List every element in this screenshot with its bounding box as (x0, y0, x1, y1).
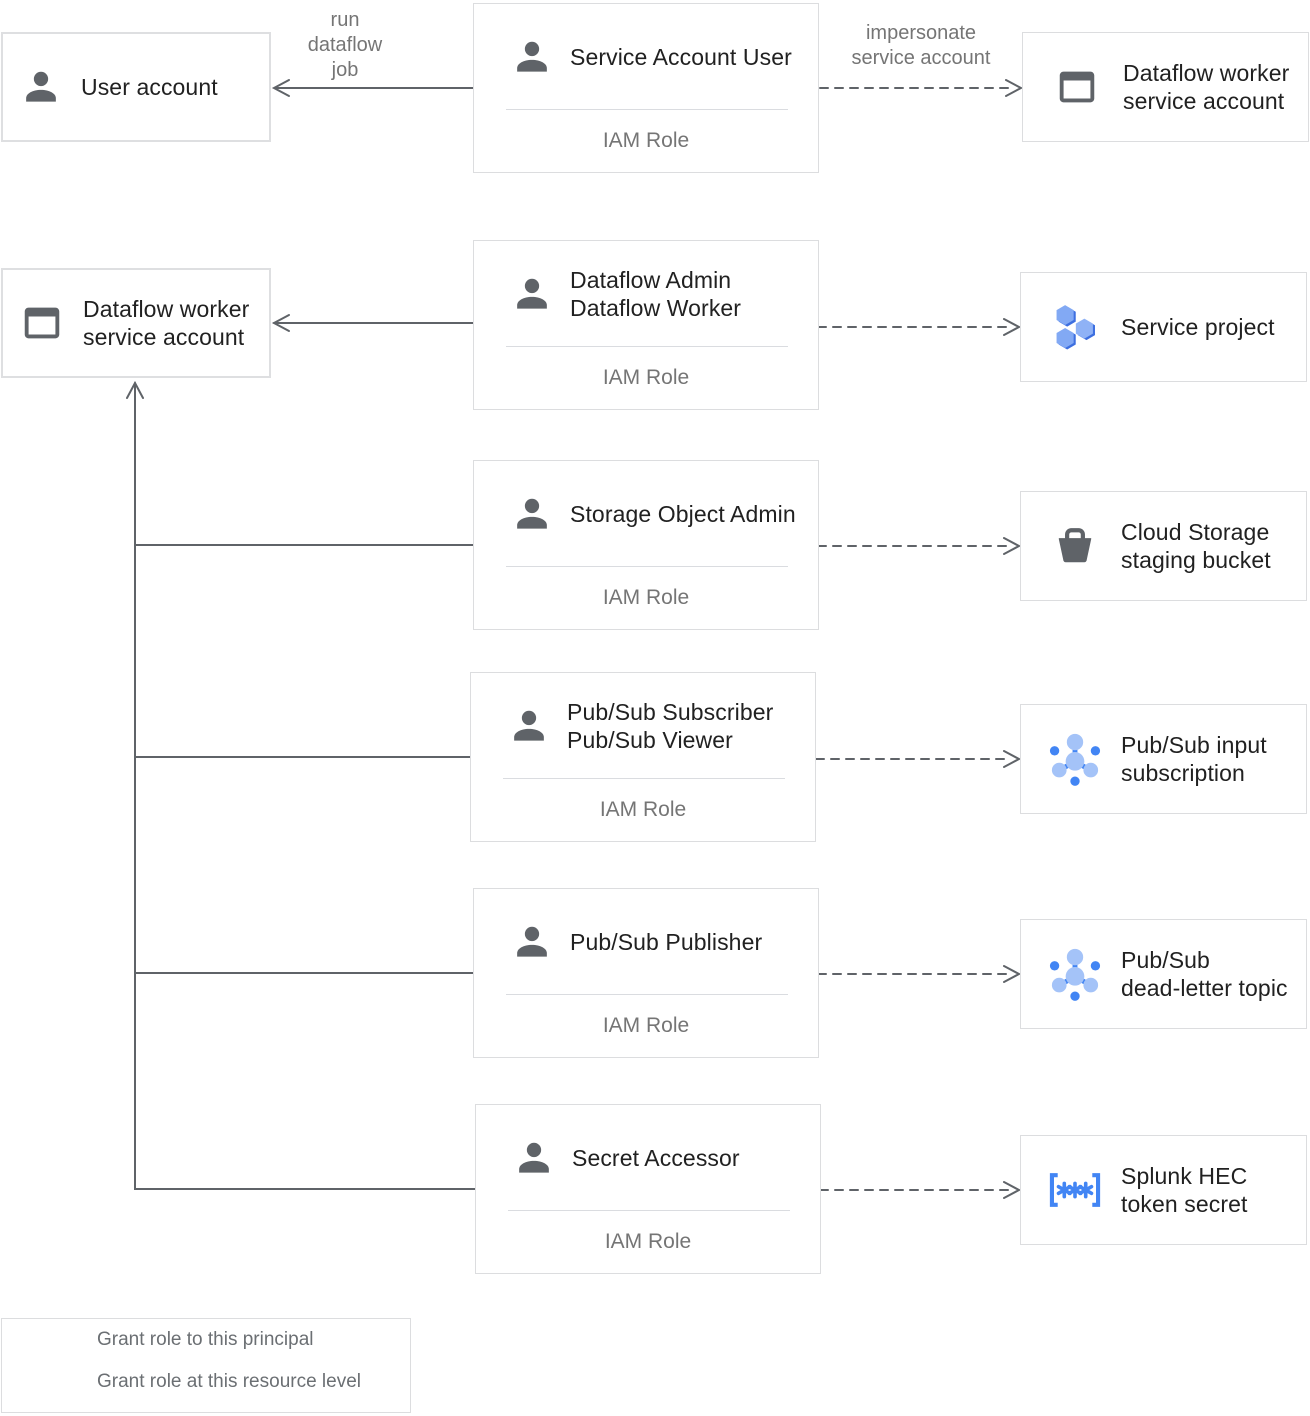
pubsub-icon (1047, 731, 1103, 787)
legend-dashed-label: Grant role at this resource level (97, 1371, 362, 1392)
box-title: Splunk HEC (1121, 1163, 1248, 1189)
box-title: User account (81, 74, 218, 100)
divider (506, 109, 788, 110)
divider (506, 566, 788, 567)
storage-bucket-icon (1047, 525, 1103, 567)
person-icon (510, 920, 554, 964)
resource-arrow-row5 (817, 965, 1022, 983)
role-title: Service Account User (570, 43, 792, 70)
iam-role-label: IAM Role (599, 798, 687, 821)
role-box-pubsub-subscriber-viewer: Pub/Sub Subscriber Pub/Sub Viewer IAM Ro… (470, 672, 816, 842)
resource-arrow-row3 (817, 537, 1022, 555)
dataflow-worker-sa-box-top: Dataflow worker service account (1022, 32, 1309, 142)
run-dataflow-job-label: run dataflow job (307, 9, 383, 81)
dataflow-worker-sa-box-left: Dataflow worker service account (1, 268, 271, 378)
box-title: Dataflow worker (1123, 60, 1290, 86)
user-account-box: User account (1, 32, 271, 142)
secret-manager-icon (1047, 1168, 1103, 1212)
divider (503, 778, 785, 779)
divider (506, 994, 788, 995)
box-title: Pub/Sub input (1121, 732, 1267, 758)
person-icon (19, 65, 63, 109)
resource-arrow-row4 (815, 750, 1022, 768)
person-icon (510, 272, 554, 316)
iam-role-label: IAM Role (602, 366, 690, 389)
role-title: Secret Accessor (572, 1144, 740, 1171)
pubsub-dead-letter-topic-box: Pub/Sub dead-letter topic (1020, 919, 1307, 1029)
role-box-service-account-user: Service Account User IAM Role (473, 3, 819, 173)
pubsub-input-subscription-box: Pub/Sub input subscription (1020, 704, 1307, 814)
person-icon (510, 35, 554, 79)
person-icon (507, 704, 551, 748)
grant-role-tree (126, 380, 476, 1190)
person-icon (512, 1136, 556, 1180)
role-title: Dataflow Admin (570, 266, 732, 293)
splunk-hec-token-secret-box: Splunk HEC token secret (1020, 1135, 1307, 1245)
iam-role-label: IAM Role (602, 586, 690, 609)
grant-role-arrow-row2 (271, 314, 474, 332)
service-project-box: Service project (1020, 272, 1307, 382)
iam-role-label: IAM Role (602, 129, 690, 152)
box-title: Dataflow worker (83, 296, 250, 322)
pubsub-icon (1047, 946, 1103, 1002)
legend (1, 1318, 411, 1413)
impersonate-arrow (819, 79, 1024, 97)
box-title: Pub/Sub (1121, 947, 1210, 973)
web-asset-icon (1049, 64, 1105, 110)
role-title: Pub/Sub Subscriber (567, 698, 774, 725)
role-box-pubsub-publisher: Pub/Sub Publisher IAM Role (473, 888, 819, 1058)
impersonate-label: impersonate service account (851, 22, 991, 69)
person-icon (510, 492, 554, 536)
cloud-storage-bucket-box: Cloud Storage staging bucket (1020, 491, 1307, 601)
box-title: Cloud Storage (1121, 519, 1270, 545)
resource-arrow-row2 (817, 318, 1022, 336)
iam-role-label: IAM Role (602, 1014, 690, 1037)
iam-role-label: IAM Role (604, 1230, 692, 1253)
box-title: Service project (1121, 314, 1275, 340)
resource-arrow-row6 (819, 1181, 1022, 1199)
role-title: Pub/Sub Publisher (570, 928, 763, 955)
legend-solid-label: Grant role to this principal (97, 1329, 314, 1350)
project-hexagons-icon (1047, 302, 1103, 352)
role-box-storage-object-admin: Storage Object Admin IAM Role (473, 460, 819, 630)
role-box-dataflow-admin-worker: Dataflow Admin Dataflow Worker IAM Role (473, 240, 819, 410)
divider (506, 346, 788, 347)
web-asset-icon (19, 300, 65, 346)
role-title: Storage Object Admin (570, 500, 796, 527)
role-box-secret-accessor: Secret Accessor IAM Role (475, 1104, 821, 1274)
divider (508, 1210, 790, 1211)
